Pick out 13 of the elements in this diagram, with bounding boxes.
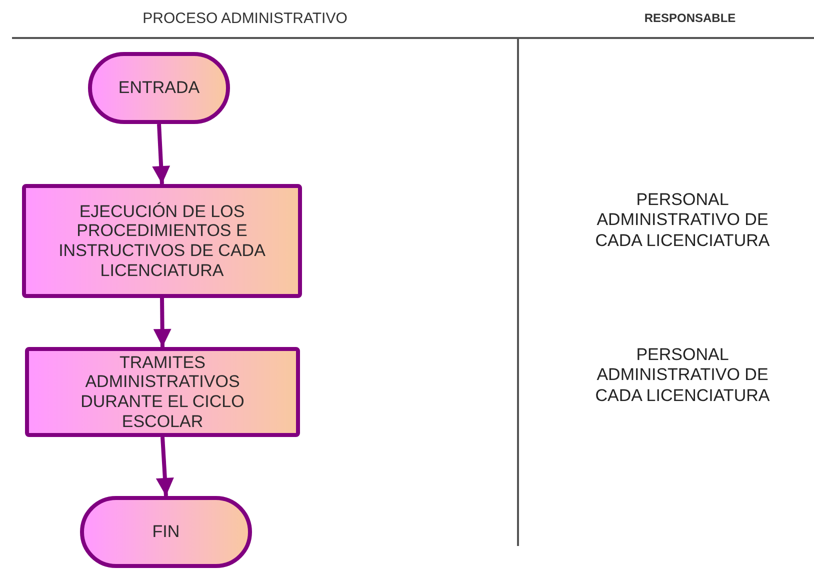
arrow — [156, 436, 174, 496]
node-text: TRAMITES ADMINISTRATIVOS DURANTE EL CICLO ESCOLAR — [80, 352, 246, 432]
column-header: PROCESO ADMINISTRATIVO — [142, 9, 348, 29]
responsible-text: PERSONAL ADMINISTRATIVO DE CADA LICENCIATURA — [594, 190, 771, 252]
column-header: RESPONSABLE — [643, 10, 737, 27]
responsible-text: PERSONAL ADMINISTRATIVO DE CADA LICENCIATURA — [594, 345, 771, 406]
arrow — [153, 298, 172, 348]
process-box — [22, 184, 302, 298]
arrow — [152, 124, 170, 184]
node-text: FIN — [152, 522, 180, 542]
node-text: EJECUCIÓN DE LOS PROCEDIMIENTOS E INSTRUCTIVOS DE CADA LICENCIATURA — [58, 202, 266, 280]
node-text: ENTRADA — [118, 78, 200, 98]
process-box — [25, 347, 300, 437]
